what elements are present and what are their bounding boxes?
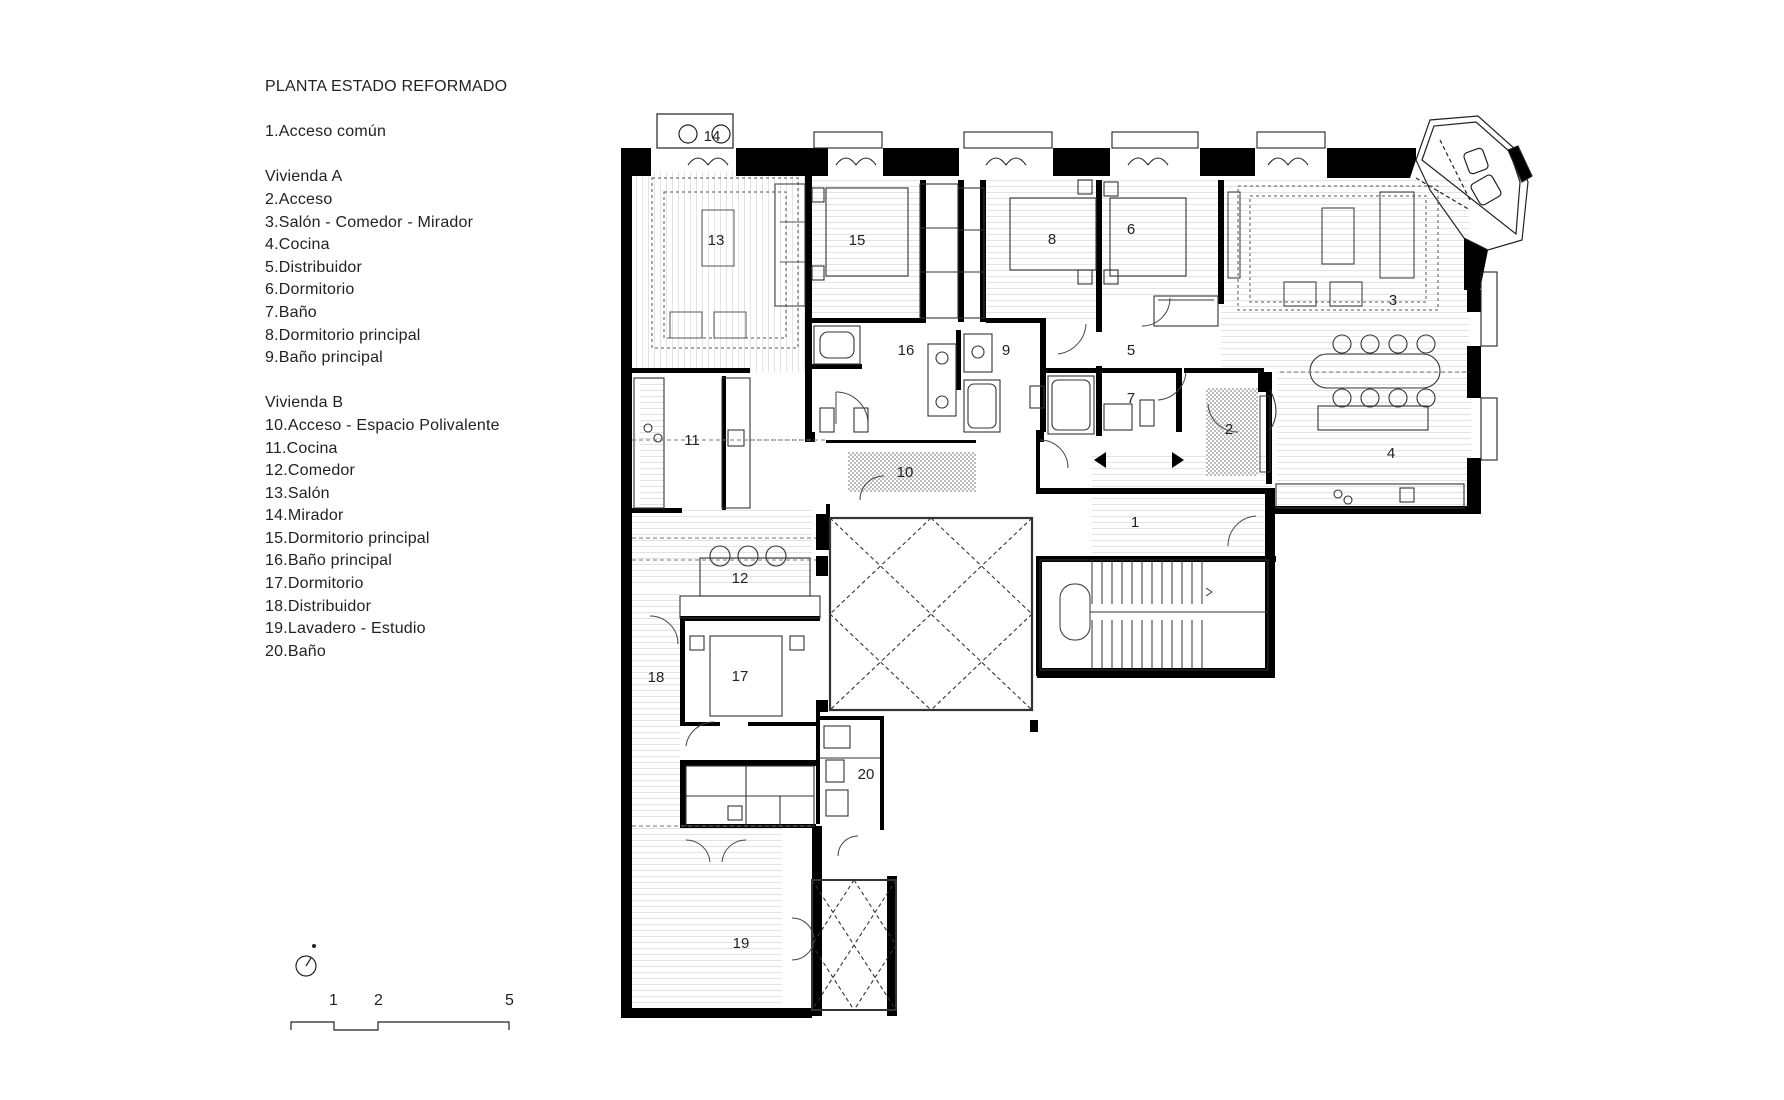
legend-item: 15.Dormitorio principal (265, 529, 430, 547)
scale-bar (290, 1021, 510, 1031)
room-label-17: 17 (732, 668, 749, 685)
room-label-19: 19 (733, 935, 750, 952)
balcony-14 (656, 113, 734, 149)
exterior-walls (621, 148, 1488, 1018)
access-10 (632, 439, 1184, 492)
legend-group-heading-b: Vivienda B (265, 394, 344, 412)
living-13-furniture (651, 177, 806, 349)
bath-fixtures (963, 333, 1155, 435)
light-well (828, 516, 1034, 712)
dining-table-3 (1280, 334, 1470, 408)
legend-item: 17.Dormitorio (265, 575, 364, 593)
north-arrow-icon (295, 944, 317, 977)
legend-item: 12.Comedor (265, 462, 356, 480)
room-label-13: 13 (708, 232, 725, 249)
scale-label: 2 (374, 992, 383, 1009)
room-numbers: 1 2 3 4 5 6 7 8 9 10 11 12 13 14 15 16 1… (648, 128, 1398, 952)
bedroom-6-furniture (1103, 181, 1219, 327)
legend: PLANTA ESTADO REFORMADO 1.Acceso común V… (265, 76, 507, 663)
entry-2 (1206, 388, 1271, 476)
scale-label: 1 (329, 992, 338, 1009)
legend-item: 16.Baño principal (265, 552, 393, 570)
room-label-6: 6 (1127, 221, 1135, 238)
dining-12-furniture (632, 537, 821, 619)
room-label-15: 15 (849, 232, 866, 249)
room-label-3: 3 (1389, 292, 1397, 309)
bedroom-8-furniture (957, 179, 1097, 319)
room-label-18: 18 (648, 669, 665, 686)
legend-item: 20.Baño (265, 642, 327, 660)
legend-item: 18.Distribuidor (265, 597, 372, 615)
legend-item: 11.Cocina (265, 439, 338, 457)
legend-item: 8.Dormitorio principal (265, 326, 421, 344)
legend-group-heading-a: Vivienda A (265, 168, 343, 186)
legend-item: 5.Distribuidor (265, 258, 363, 276)
room-label-7: 7 (1127, 390, 1135, 407)
legend-item: 14.Mirador (265, 507, 344, 525)
bedroom-17-furniture (689, 635, 805, 717)
room-label-16: 16 (898, 342, 915, 359)
legend-item-common: 1.Acceso común (265, 123, 387, 141)
room-label-9: 9 (1002, 342, 1010, 359)
facade-windows (687, 131, 1498, 461)
room-label-11: 11 (684, 432, 700, 449)
legend-item: 9.Baño principal (265, 349, 383, 367)
room-label-12: 12 (732, 570, 749, 587)
room-label-5: 5 (1127, 342, 1135, 359)
legend-item: 7.Baño (265, 303, 317, 321)
room-label-20: 20 (858, 766, 875, 783)
bath-20-fixtures (820, 725, 880, 817)
door-swings (649, 297, 1257, 961)
room-label-8: 8 (1048, 231, 1056, 248)
staircase (1039, 559, 1269, 671)
room-label-1: 1 (1131, 514, 1139, 531)
room-label-14: 14 (704, 128, 721, 145)
mirador-oriel (1415, 115, 1533, 251)
legend-item: 6.Dormitorio (265, 281, 355, 299)
legend-item: 3.Salón - Comedor - Mirador (265, 213, 474, 231)
room-label-10: 10 (897, 464, 914, 481)
legend-item: 4.Cocina (265, 236, 330, 254)
storage-19-units (632, 765, 815, 827)
bath-16-fixtures (813, 325, 957, 433)
room-label-4: 4 (1387, 445, 1395, 462)
light-well-small (811, 879, 897, 1011)
living-3-furniture (1227, 185, 1439, 311)
plan-title: PLANTA ESTADO REFORMADO (265, 78, 508, 95)
floor-texture (632, 172, 1471, 1014)
scale-label: 5 (505, 992, 514, 1009)
legend-item: 2.Acceso (265, 190, 333, 208)
legend-item: 10.Acceso - Espacio Polivalente (265, 416, 500, 434)
kitchen-4 (1269, 389, 1465, 509)
legend-item: 13.Salón (265, 484, 330, 502)
room-label-2: 2 (1225, 421, 1233, 438)
legend-item: 19.Lavadero - Estudio (265, 620, 426, 638)
